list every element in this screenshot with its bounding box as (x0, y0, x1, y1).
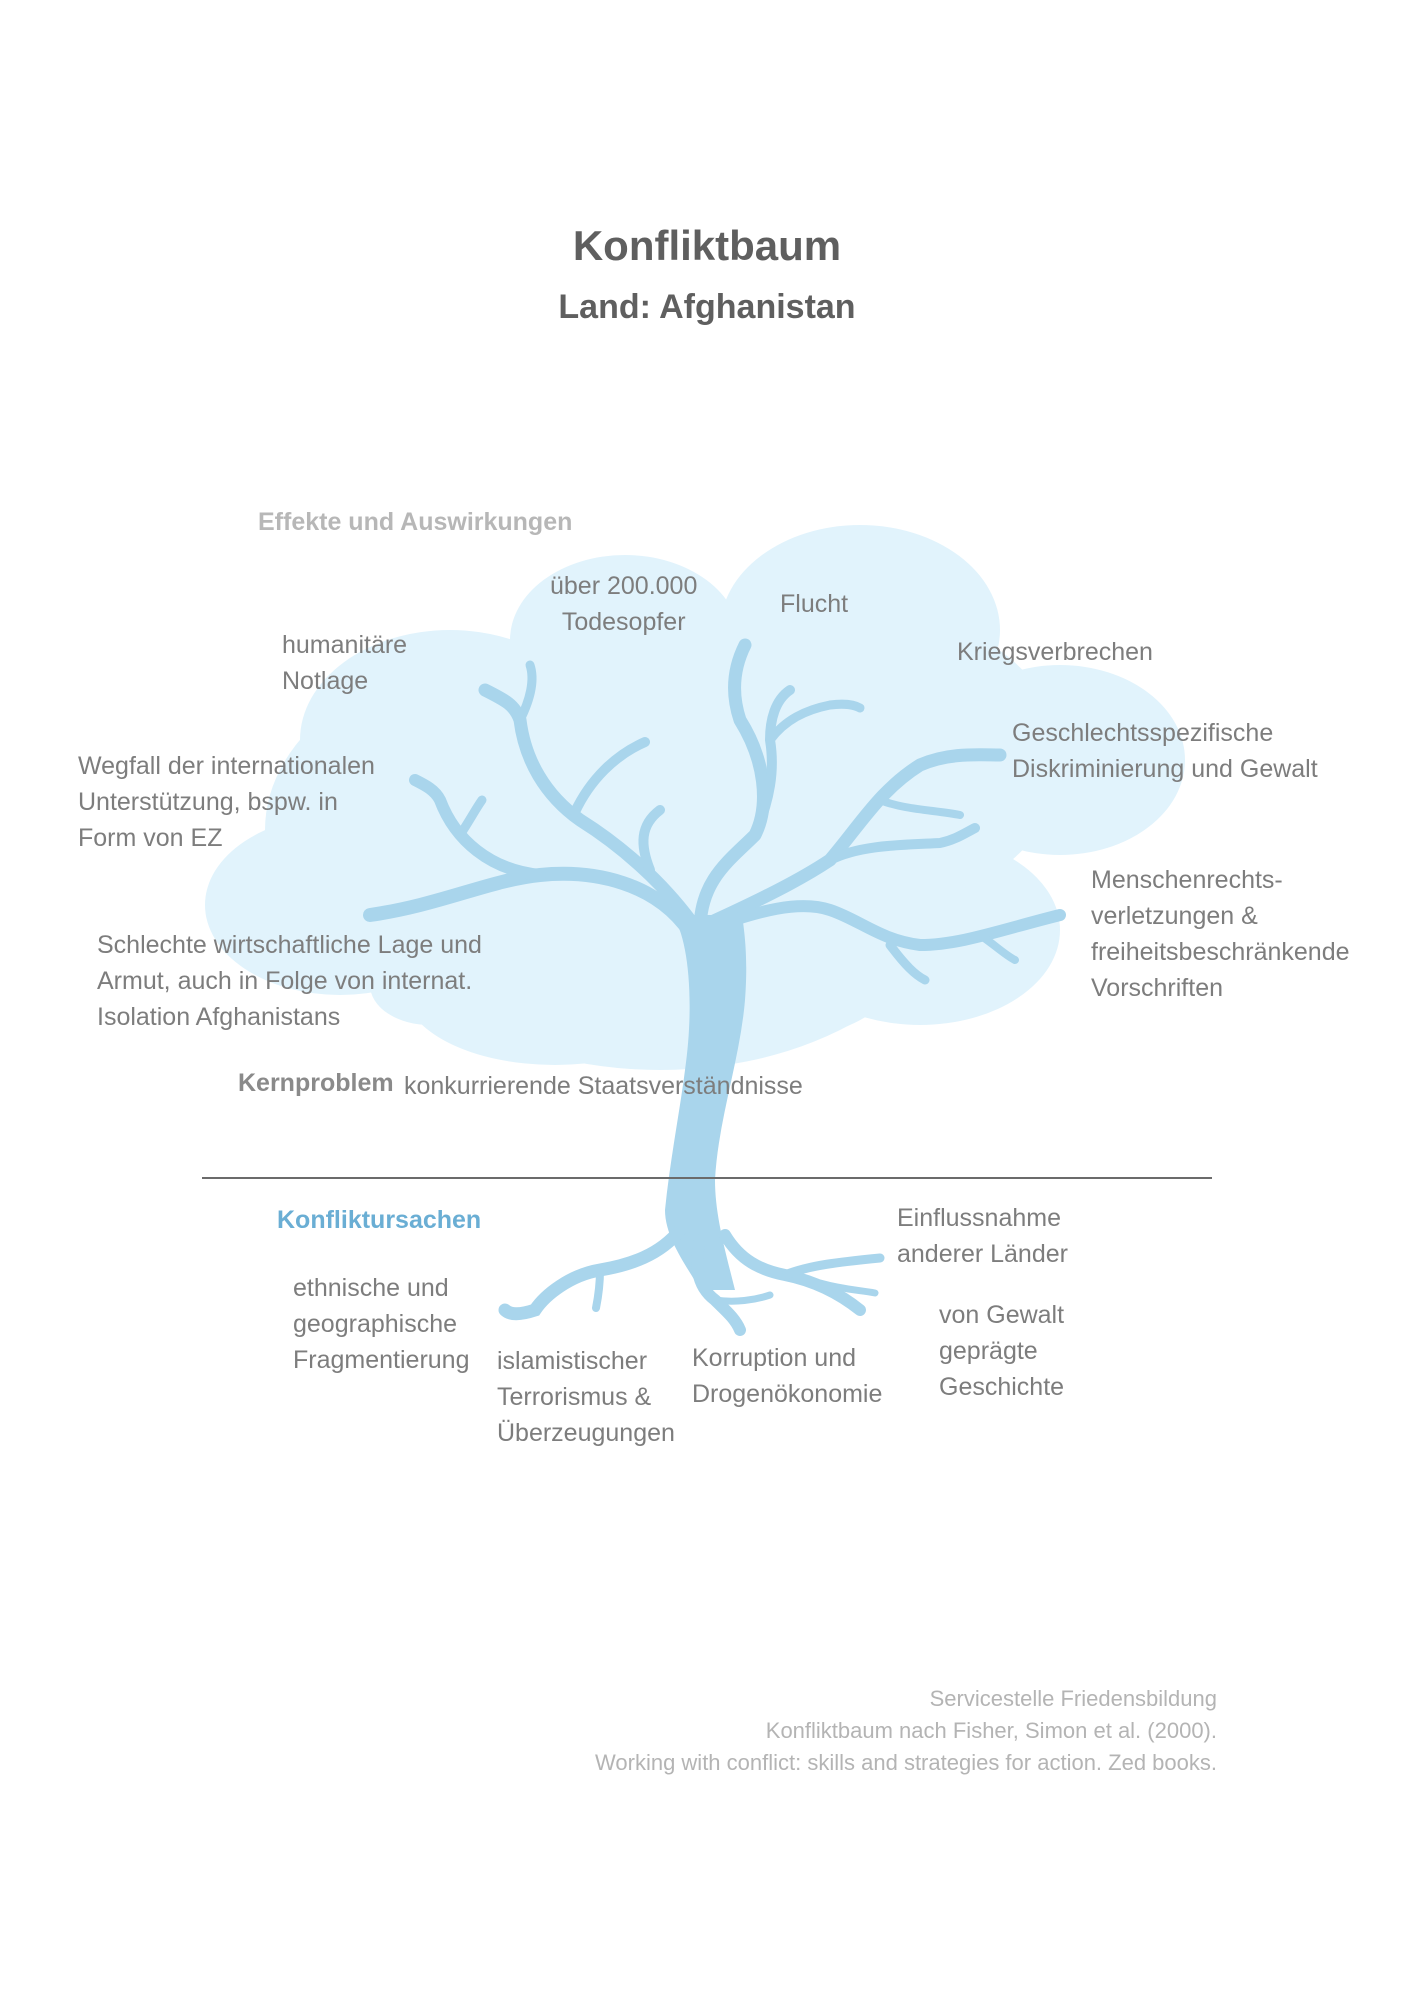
cause-line: ethnische und (293, 1274, 449, 1302)
tree-roots (498, 1223, 885, 1336)
cause-label-violent-history: von Gewalt geprägte Geschichte (939, 1297, 1064, 1405)
effect-line: Unterstützung, bspw. in (78, 788, 338, 816)
source-line: Servicestelle Friedensbildung (929, 1686, 1217, 1711)
core-problem-text: konkurrierende Staatsverständnisse (404, 1072, 803, 1100)
page-title: Konfliktbaum (572, 222, 842, 269)
effect-label-support-loss: Wegfall der internationalen Unterstützun… (78, 748, 375, 856)
effect-line: humanitäre (282, 631, 408, 659)
effect-line: Isolation Afghanistans (97, 1003, 341, 1031)
effect-label-humanitarian: humanitäre Notlage (282, 627, 407, 699)
cause-line: Korruption und (692, 1344, 857, 1372)
cause-line: Einflussnahme (897, 1204, 1061, 1232)
effect-label-deaths: über 200.000 Todesopfer (550, 568, 697, 640)
effect-line: verletzungen & (1091, 902, 1258, 930)
effect-line: freiheitsbeschränkende (1091, 938, 1350, 966)
effect-line: Diskriminierung und Gewalt (1012, 755, 1318, 783)
effect-label-war-crimes: Kriegsverbrechen (957, 634, 1153, 670)
causes-heading: Konfliktursachen (277, 1206, 482, 1234)
cause-line: Drogenökonomie (692, 1380, 883, 1408)
effect-line: Geschlechtsspezifische (1012, 719, 1274, 747)
effects-heading: Effekte und Auswirkungen (258, 508, 573, 536)
effect-line: Kriegsverbrechen (957, 638, 1153, 666)
cause-line: islamistischer (497, 1347, 648, 1375)
cause-line: Überzeugungen (497, 1419, 675, 1447)
source-note: Servicestelle Friedensbildung Konfliktba… (595, 1683, 1217, 1779)
cause-label-foreign-influence: Einflussnahme anderer Länder (897, 1200, 1068, 1272)
ground-divider (202, 1177, 1212, 1179)
cause-line: geprägte (939, 1337, 1038, 1365)
cause-line: Terrorismus & (497, 1383, 652, 1411)
effect-line: Wegfall der internationalen (78, 752, 375, 780)
effect-label-flight: Flucht (780, 586, 848, 622)
effect-line: über 200.000 (550, 572, 698, 600)
effect-line: Notlage (282, 667, 369, 695)
effect-label-economy: Schlechte wirtschaftliche Lage und Armut… (97, 927, 482, 1035)
cause-label-corruption: Korruption und Drogenökonomie (692, 1340, 882, 1412)
effect-line: Schlechte wirtschaftliche Lage und (97, 931, 482, 959)
effect-line: Flucht (780, 590, 849, 618)
cause-line: von Gewalt (939, 1301, 1065, 1329)
core-problem-heading: Kernproblem (238, 1069, 394, 1097)
cause-line: geographische (293, 1310, 458, 1338)
effect-line: Vorschriften (1091, 974, 1224, 1002)
effect-label-human-rights: Menschenrechts- verletzungen & freiheits… (1091, 862, 1350, 1006)
effect-label-gender: Geschlechtsspezifische Diskriminierung u… (1012, 715, 1318, 787)
effect-line: Todesopfer (561, 608, 686, 636)
cause-label-terrorism: islamistischer Terrorismus & Überzeugung… (497, 1343, 675, 1451)
tree-branches (363, 638, 1066, 985)
source-line: Working with conflict: skills and strate… (595, 1750, 1217, 1775)
tree-trunk (665, 915, 747, 1290)
cause-line: Geschichte (939, 1373, 1065, 1401)
tree-crown (205, 525, 1185, 1070)
cause-label-fragmentation: ethnische und geographische Fragmentieru… (293, 1270, 469, 1378)
page-subtitle: Land: Afghanistan (558, 288, 856, 326)
effect-line: Armut, auch in Folge von internat. (97, 967, 473, 995)
source-line: Konfliktbaum nach Fisher, Simon et al. (… (765, 1718, 1217, 1743)
cause-line: anderer Länder (897, 1240, 1068, 1268)
cause-line: Fragmentierung (293, 1346, 470, 1374)
effect-line: Menschenrechts- (1091, 866, 1283, 894)
effect-line: Form von EZ (78, 824, 223, 852)
